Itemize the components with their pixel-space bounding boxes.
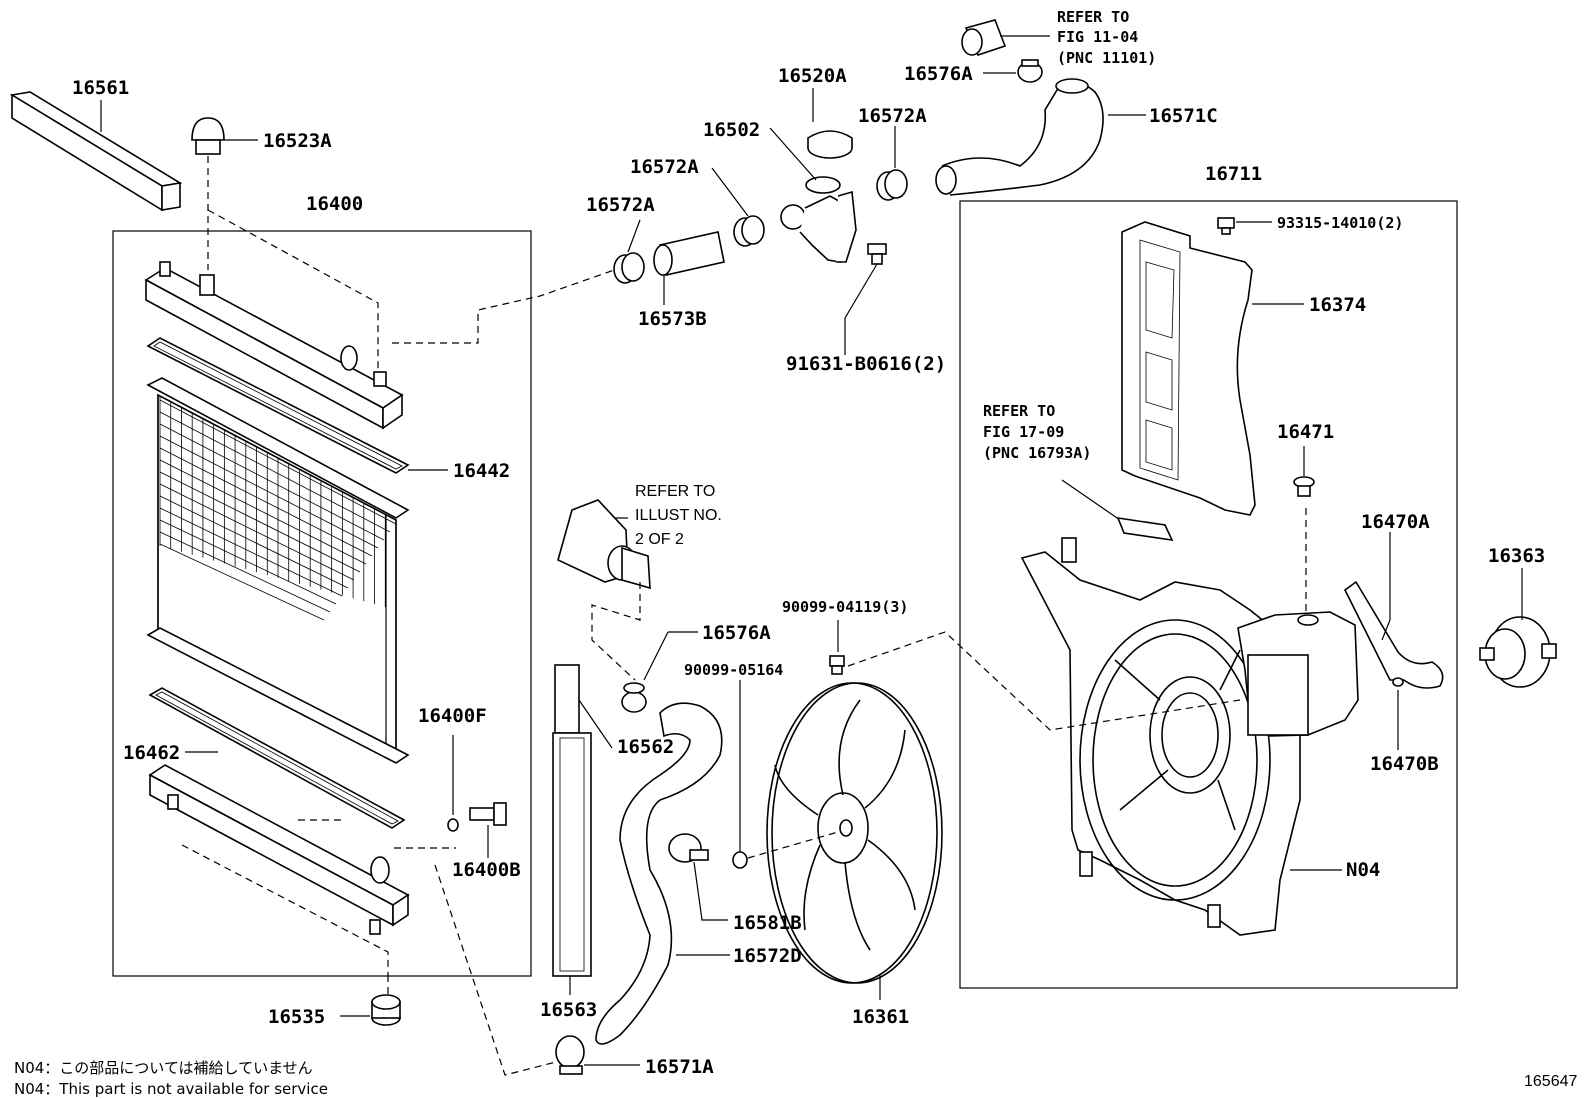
label-16561: 16561 [72, 77, 129, 99]
part-16535-cushion [371, 994, 401, 1026]
svg-text:FIG 17-09: FIG 17-09 [983, 423, 1064, 441]
part-16363-fan-motor [1479, 616, 1557, 688]
label-91631: 91631-B0616(2) [786, 353, 946, 375]
label-16581B: 16581B [733, 912, 802, 934]
label-16573B: 16573B [638, 308, 707, 330]
figure-number: 165647 [1524, 1073, 1577, 1090]
part-16462-gasket [148, 687, 406, 829]
part-16470B-clip [1392, 677, 1404, 687]
part-16572A-clamp-3 [876, 169, 908, 201]
label-16576A-mid: 16576A [702, 622, 771, 644]
label-16442: 16442 [453, 460, 510, 482]
reference-illust-2-of-2: REFER TO ILLUST NO. 2 OF 2 [635, 483, 722, 548]
note-japanese: N04：この部品については補給していません [14, 1059, 313, 1077]
part-16361-fan [766, 682, 943, 984]
label-16470B: 16470B [1370, 753, 1439, 775]
part-91631-bolt [867, 243, 887, 265]
svg-text:(PNC 11101): (PNC 11101) [1057, 49, 1156, 67]
fan-shroud-assembly-box [959, 200, 1458, 989]
part-N04-fan-shroud [1020, 537, 1301, 936]
label-16711: 16711 [1205, 163, 1262, 185]
label-16462: 16462 [123, 742, 180, 764]
label-16571C: 16571C [1149, 105, 1218, 127]
part-16471-cap [1293, 476, 1315, 497]
note-english: N04：This part is not available for servi… [14, 1080, 328, 1098]
label-16400: 16400 [306, 193, 363, 215]
part-16561-seal [9, 91, 183, 212]
label-93315: 93315-14010(2) [1277, 214, 1403, 232]
label-N04: N04 [1346, 859, 1380, 881]
label-16470A: 16470A [1361, 511, 1430, 533]
svg-text:FIG 11-04: FIG 11-04 [1057, 28, 1138, 46]
part-16576A-clamp-mid [621, 682, 647, 713]
part-water-outlet-ref [557, 499, 651, 590]
label-16471: 16471 [1277, 421, 1334, 443]
part-radiator-core [146, 377, 410, 764]
part-16572A-clamp-1 [613, 252, 645, 284]
label-16400B: 16400B [452, 859, 521, 881]
label-16361: 16361 [852, 1006, 909, 1028]
label-16572A-3: 16572A [858, 105, 927, 127]
label-16572A-2: 16572A [630, 156, 699, 178]
part-16571C-hose [935, 78, 1104, 196]
part-16573B-hose [653, 231, 725, 276]
label-16363: 16363 [1488, 545, 1545, 567]
svg-text:2 OF 2: 2 OF 2 [635, 531, 684, 548]
part-16581B-clamp [668, 833, 709, 863]
label-16535: 16535 [268, 1006, 325, 1028]
part-16520A-cap [807, 130, 853, 159]
part-16374-shroud [1121, 221, 1256, 516]
part-connector-fig11 [961, 19, 1007, 56]
label-16523A: 16523A [263, 130, 332, 152]
label-16502: 16502 [703, 119, 760, 141]
part-radiator-lower-tank [148, 764, 410, 935]
part-16571A-clamp [555, 1035, 585, 1075]
svg-text:(PNC 16793A): (PNC 16793A) [983, 444, 1091, 462]
part-16523A-cushion [191, 117, 225, 155]
part-16442-gasket [146, 337, 410, 474]
part-16563-seal [552, 732, 592, 977]
part-90099-04119-bolt [829, 655, 845, 675]
label-16374: 16374 [1309, 294, 1366, 316]
label-90099-05164: 90099-05164 [684, 661, 783, 679]
svg-text:ILLUST NO.: ILLUST NO. [635, 507, 722, 524]
svg-text:REFER TO: REFER TO [1057, 8, 1129, 26]
part-16562-seal [554, 664, 580, 734]
label-16572A-1: 16572A [586, 194, 655, 216]
part-16502-filler-neck [780, 176, 857, 263]
label-16562: 16562 [617, 736, 674, 758]
label-16572D: 16572D [733, 945, 802, 967]
svg-text:REFER TO: REFER TO [635, 483, 715, 500]
reference-fig-17-09: REFER TO FIG 17-09 (PNC 16793A) [983, 402, 1091, 462]
label-16576A-top: 16576A [904, 63, 973, 85]
part-16400F-oring [447, 818, 459, 832]
part-16400B-drain-plug [469, 802, 507, 826]
part-reservoir-tank [1237, 611, 1359, 737]
label-90099-04119: 90099-04119(3) [782, 598, 908, 616]
label-16571A: 16571A [645, 1056, 714, 1078]
label-16400F: 16400F [418, 705, 487, 727]
label-16520A: 16520A [778, 65, 847, 87]
reference-fig-11-04: REFER TO FIG 11-04 (PNC 11101) [1057, 8, 1156, 67]
radiator-assembly-box [112, 230, 532, 977]
label-16563: 16563 [540, 999, 597, 1021]
part-radiator-upper-tank [144, 261, 404, 430]
part-16470A-hose [1343, 580, 1444, 689]
svg-text:REFER TO: REFER TO [983, 402, 1055, 420]
part-90099-05164-nut [732, 851, 748, 869]
part-16572A-clamp-2 [733, 215, 765, 247]
part-16572D-hose [595, 702, 723, 1045]
part-16576A-clamp-top [1017, 59, 1043, 83]
part-93315-screw [1217, 217, 1235, 235]
